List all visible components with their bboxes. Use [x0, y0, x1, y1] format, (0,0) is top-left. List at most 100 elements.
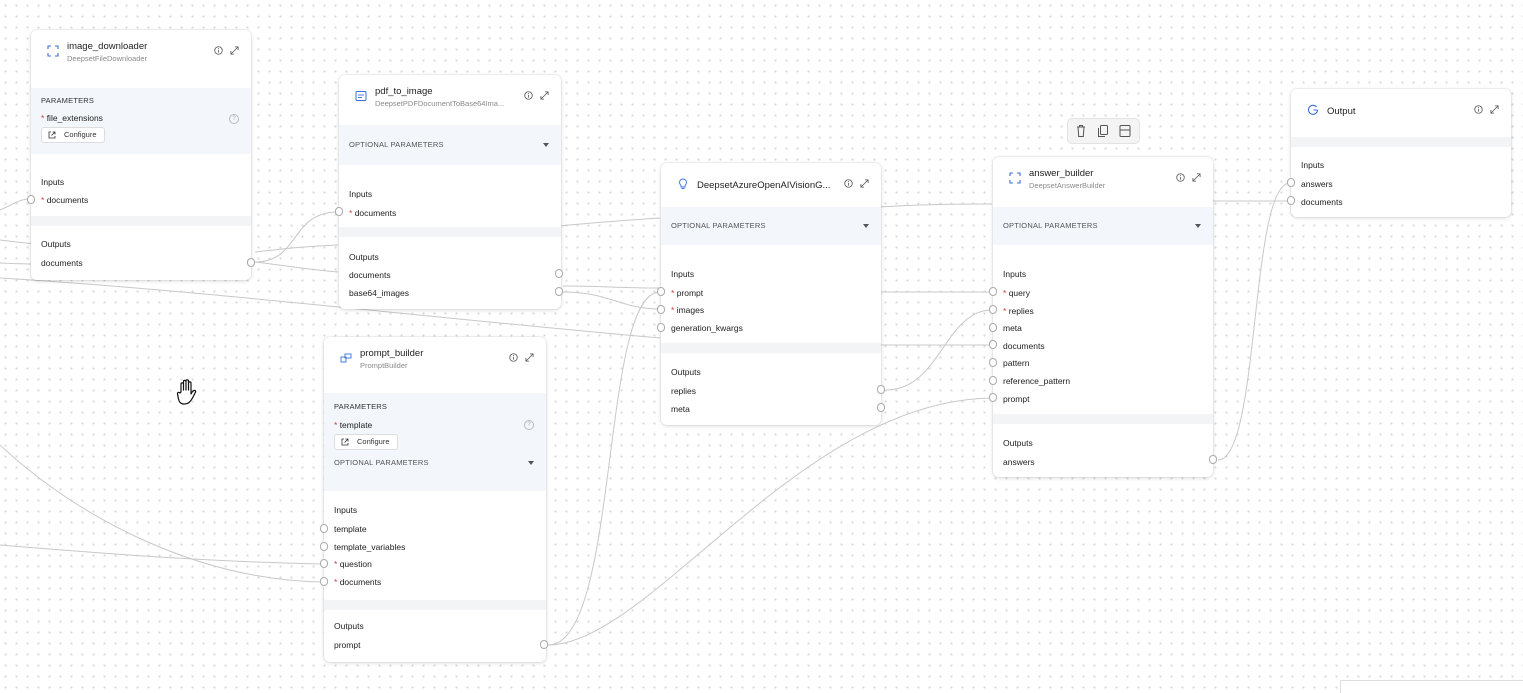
- input-handle[interactable]: [989, 323, 997, 332]
- node-toolbar: [1068, 119, 1139, 143]
- input-port-question[interactable]: * question: [334, 559, 372, 569]
- output-port-replies[interactable]: replies: [671, 386, 697, 396]
- node-header[interactable]: prompt_builder PromptBuilder: [324, 337, 546, 381]
- edge: [559, 217, 661, 227]
- optional-parameters-header: OPTIONAL PARAMETERS: [1003, 221, 1098, 230]
- input-port-template-variables[interactable]: template_variables: [334, 542, 406, 552]
- expand-icon[interactable]: [1490, 105, 1499, 114]
- expand-icon[interactable]: [525, 353, 534, 362]
- node-header[interactable]: Output: [1291, 89, 1511, 133]
- input-handle[interactable]: [989, 358, 997, 367]
- node-image-downloader[interactable]: image_downloader DeepsetFileDownloader P…: [31, 30, 251, 280]
- input-handle[interactable]: [989, 376, 997, 385]
- input-handle[interactable]: [320, 559, 328, 568]
- output-port-meta[interactable]: meta: [671, 404, 690, 414]
- info-icon[interactable]: [524, 91, 533, 100]
- input-port-images[interactable]: * images: [671, 305, 705, 315]
- input-port-meta[interactable]: meta: [1003, 323, 1022, 333]
- expand-icon[interactable]: [1192, 173, 1201, 182]
- input-handle[interactable]: [657, 305, 665, 314]
- node-answer-builder[interactable]: answer_builder DeepsetAnswerBuilder OPTI…: [993, 157, 1213, 477]
- input-port-documents[interactable]: * documents: [334, 577, 382, 587]
- converter-icon: [355, 91, 367, 101]
- input-port-documents[interactable]: * documents: [349, 208, 397, 218]
- output-handle[interactable]: [877, 385, 885, 394]
- chevron-down-icon[interactable]: [863, 224, 869, 228]
- input-port-prompt[interactable]: * prompt: [671, 288, 704, 298]
- chevron-down-icon[interactable]: [1195, 224, 1201, 228]
- output-port-documents[interactable]: documents: [349, 270, 391, 280]
- output-handle[interactable]: [1209, 455, 1217, 464]
- input-port-prompt[interactable]: prompt: [1003, 394, 1030, 404]
- node-header[interactable]: image_downloader DeepsetFileDownloader: [31, 30, 251, 74]
- separator: [1291, 137, 1511, 147]
- input-handle[interactable]: [320, 577, 328, 586]
- input-handle[interactable]: [320, 524, 328, 533]
- output-handle[interactable]: [540, 640, 548, 649]
- output-port-prompt[interactable]: prompt: [334, 640, 361, 650]
- output-port-base64-images[interactable]: base64_images: [349, 288, 410, 298]
- info-icon[interactable]: [214, 46, 223, 55]
- external-link-icon: [341, 438, 349, 446]
- input-handle[interactable]: [989, 287, 997, 296]
- input-port-documents[interactable]: documents: [1003, 341, 1045, 351]
- input-handle[interactable]: [989, 340, 997, 349]
- panel-icon[interactable]: [1117, 123, 1133, 139]
- help-icon[interactable]: ?: [524, 420, 534, 430]
- input-handle[interactable]: [1287, 196, 1295, 205]
- input-handle[interactable]: [989, 305, 997, 314]
- output-port-answers[interactable]: answers: [1003, 457, 1035, 467]
- node-header[interactable]: answer_builder DeepsetAnswerBuilder: [993, 157, 1213, 201]
- copy-icon[interactable]: [1095, 123, 1111, 139]
- input-handle[interactable]: [989, 393, 997, 402]
- input-port-generation-kwargs[interactable]: generation_kwargs: [671, 323, 743, 333]
- input-port-pattern[interactable]: pattern: [1003, 358, 1030, 368]
- node-pdf-to-image[interactable]: pdf_to_image DeepsetPDFDocumentToBase64I…: [339, 75, 561, 309]
- expand-icon[interactable]: [860, 179, 869, 188]
- expand-icon[interactable]: [230, 46, 239, 55]
- canvas-controls[interactable]: [1340, 680, 1523, 693]
- input-handle[interactable]: [657, 323, 665, 332]
- node-output[interactable]: Output Inputs answers documents: [1291, 89, 1511, 217]
- input-handle[interactable]: [335, 207, 343, 216]
- input-handle[interactable]: [27, 195, 35, 204]
- input-port-documents[interactable]: documents: [1301, 197, 1343, 207]
- hand-cursor-icon: [176, 379, 197, 405]
- output-handle[interactable]: [877, 403, 885, 412]
- info-icon[interactable]: [509, 353, 518, 362]
- optional-parameters-section[interactable]: OPTIONAL PARAMETERS: [661, 207, 881, 245]
- input-port-answers[interactable]: answers: [1301, 179, 1333, 189]
- chevron-down-icon[interactable]: [543, 143, 549, 147]
- input-port-documents[interactable]: * documents: [41, 195, 89, 205]
- expand-icon[interactable]: [540, 91, 549, 100]
- input-port-reference-pattern[interactable]: reference_pattern: [1003, 376, 1071, 386]
- input-handle[interactable]: [320, 542, 328, 551]
- output-handle[interactable]: [555, 287, 563, 296]
- input-port-template[interactable]: template: [334, 524, 367, 534]
- info-icon[interactable]: [1176, 173, 1185, 182]
- output-handle[interactable]: [555, 269, 563, 278]
- optional-parameters-section[interactable]: OPTIONAL PARAMETERS: [339, 125, 561, 165]
- help-icon[interactable]: ?: [229, 114, 239, 124]
- node-title: Output: [1327, 106, 1356, 117]
- output-handle[interactable]: [247, 258, 255, 267]
- input-handle[interactable]: [1287, 178, 1295, 187]
- node-type: DeepsetPDFDocumentToBase64Ima...: [375, 99, 505, 108]
- chevron-down-icon[interactable]: [528, 461, 534, 465]
- input-port-query[interactable]: * query: [1003, 288, 1030, 298]
- node-prompt-builder[interactable]: prompt_builder PromptBuilder PARAMETERS …: [324, 337, 546, 662]
- edge: [0, 544, 323, 565]
- input-port-replies[interactable]: * replies: [1003, 306, 1034, 316]
- info-icon[interactable]: [844, 179, 853, 188]
- configure-button[interactable]: Configure: [334, 434, 398, 450]
- node-header[interactable]: DeepsetAzureOpenAIVisionG...: [661, 163, 881, 207]
- node-vision-generator[interactable]: DeepsetAzureOpenAIVisionG... OPTIONAL PA…: [661, 163, 881, 425]
- output-port-documents[interactable]: documents: [41, 258, 83, 268]
- configure-button[interactable]: Configure: [41, 127, 105, 143]
- node-header[interactable]: pdf_to_image DeepsetPDFDocumentToBase64I…: [339, 75, 561, 119]
- trash-icon[interactable]: [1073, 123, 1089, 139]
- input-handle[interactable]: [657, 287, 665, 296]
- info-icon[interactable]: [1474, 105, 1483, 114]
- prompt-builder-icon: [340, 353, 352, 363]
- optional-parameters-section[interactable]: OPTIONAL PARAMETERS: [993, 207, 1213, 245]
